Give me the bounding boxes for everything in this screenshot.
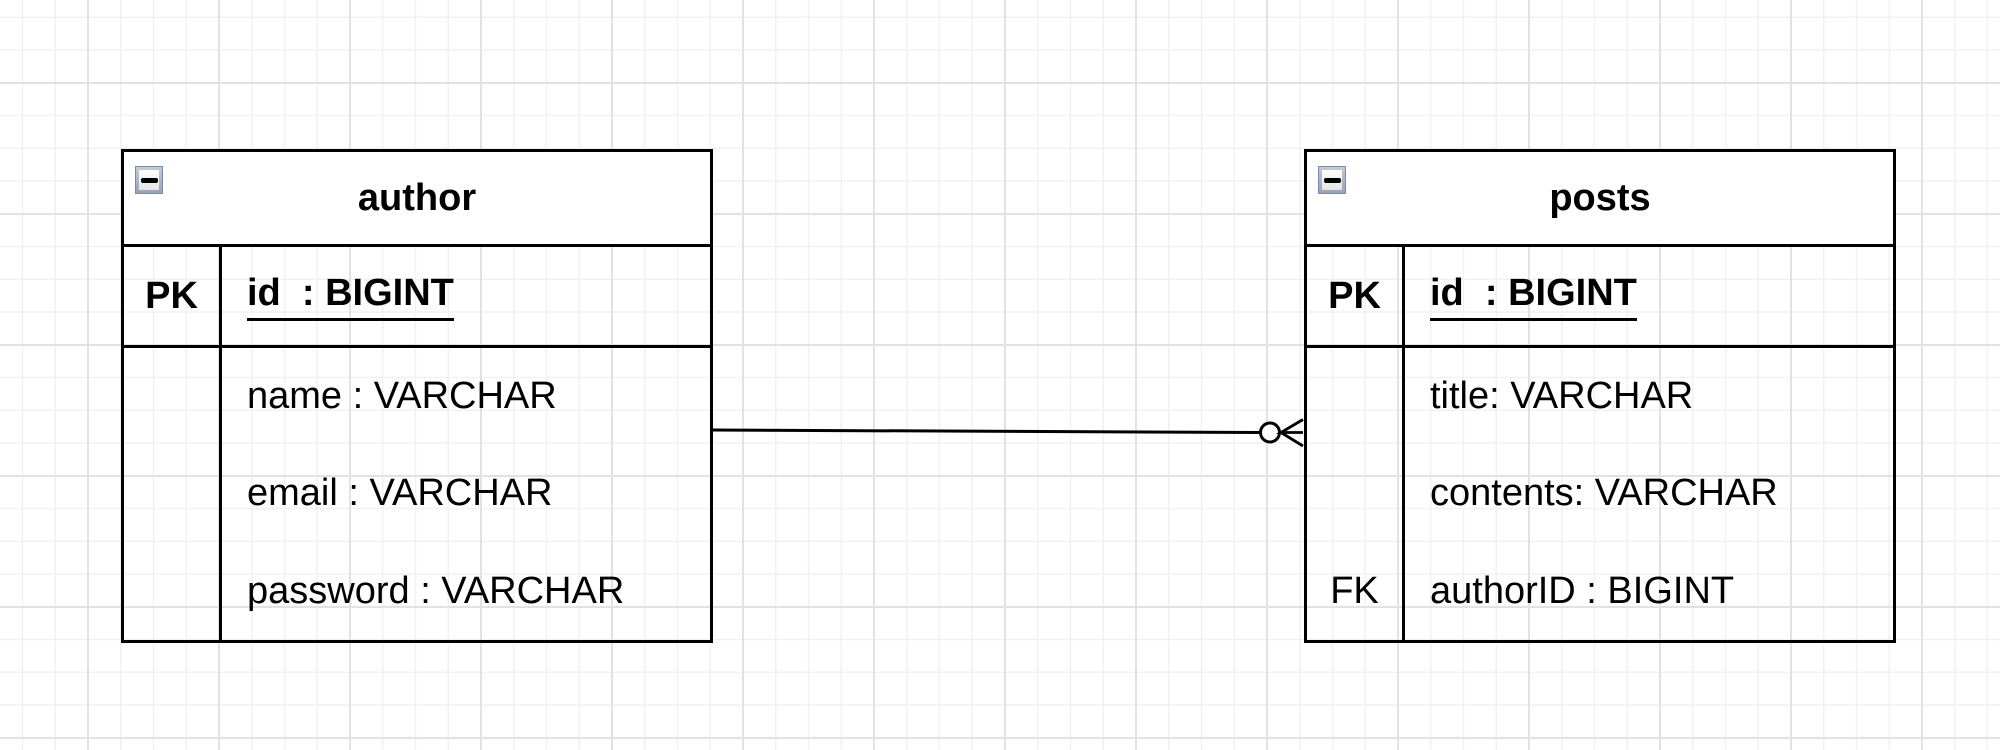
collapse-button[interactable] <box>1318 166 1346 194</box>
minus-icon <box>1323 177 1341 183</box>
entity-table-author[interactable]: author PK id : BIGINT name : VARCHAR ema… <box>121 149 713 643</box>
table-row[interactable]: contents: VARCHAR <box>1307 445 1893 543</box>
minus-icon <box>140 177 158 183</box>
table-row[interactable]: FK authorID : BIGINT <box>1307 542 1893 640</box>
key-cell <box>1307 445 1405 543</box>
table-header: posts <box>1307 152 1893 247</box>
field-cell: authorID : BIGINT <box>1430 569 1735 612</box>
entity-table-posts[interactable]: posts PK id : BIGINT title: VARCHAR cont… <box>1304 149 1896 643</box>
table-row[interactable]: PK id : BIGINT <box>1307 247 1893 348</box>
table-row[interactable]: password : VARCHAR <box>124 542 710 640</box>
key-cell: PK <box>124 247 222 345</box>
field-cell: id : BIGINT <box>222 247 710 345</box>
table-row[interactable]: title: VARCHAR <box>1307 348 1893 446</box>
field-cell: email : VARCHAR <box>247 472 553 515</box>
key-cell: PK <box>1307 247 1405 345</box>
collapse-button[interactable] <box>135 166 163 194</box>
table-title: author <box>357 176 477 219</box>
collapse-button-face <box>1322 170 1342 190</box>
key-cell <box>124 445 222 543</box>
primary-key-field: id : BIGINT <box>1430 272 1637 321</box>
primary-key-field: id : BIGINT <box>247 272 454 321</box>
table-row[interactable]: email : VARCHAR <box>124 445 710 543</box>
key-cell <box>124 348 222 446</box>
table-row[interactable]: name : VARCHAR <box>124 348 710 446</box>
collapse-button-face <box>139 170 159 190</box>
key-cell: FK <box>1307 542 1405 640</box>
relationship-line[interactable] <box>710 428 1261 434</box>
key-cell <box>1307 348 1405 446</box>
key-cell <box>124 542 222 640</box>
field-cell: contents: VARCHAR <box>1430 472 1778 515</box>
table-title: posts <box>1549 176 1651 219</box>
zero-circle-icon[interactable] <box>1259 421 1281 444</box>
table-header: author <box>124 152 710 247</box>
field-cell: title: VARCHAR <box>1430 375 1694 418</box>
crow-foot-icon[interactable] <box>1275 418 1304 448</box>
field-cell: password : VARCHAR <box>247 569 625 612</box>
field-cell: id : BIGINT <box>1405 247 1893 345</box>
table-row[interactable]: PK id : BIGINT <box>124 247 710 348</box>
field-cell: name : VARCHAR <box>247 375 557 418</box>
